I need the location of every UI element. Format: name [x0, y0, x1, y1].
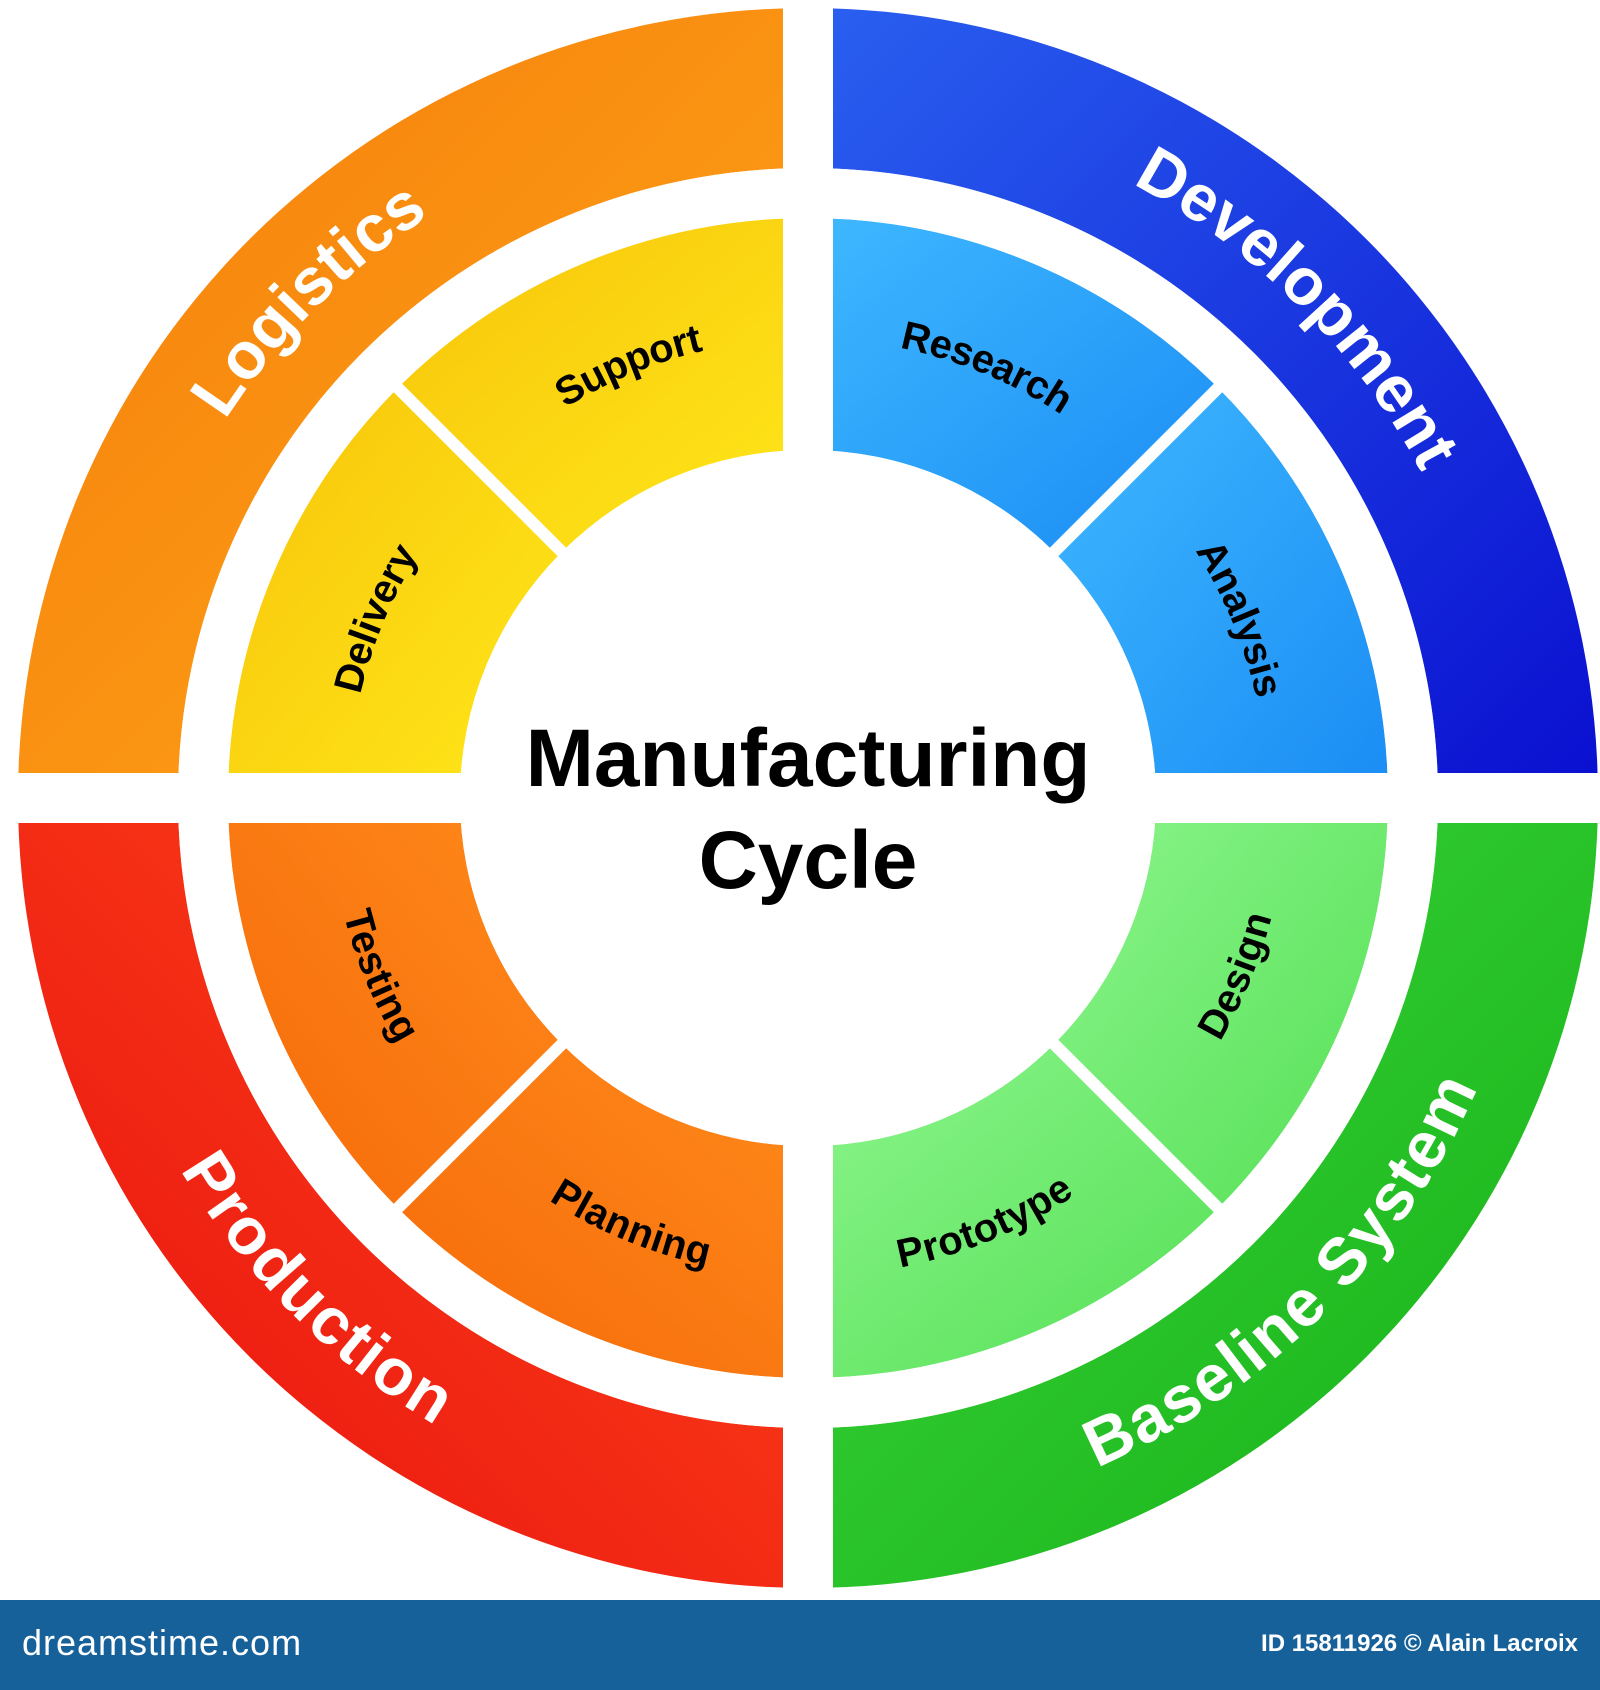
outer-ring-logistics [18, 8, 808, 798]
inner-separator-baseline-system [1048, 1038, 1224, 1214]
inner-separator-production [392, 1038, 568, 1214]
center-title-line-2: Cycle [699, 815, 918, 906]
inner-segment-production-2 [228, 798, 562, 1209]
watermark-site: dreamstime.com [22, 1622, 303, 1663]
inner-segment-baseline-system-1 [1054, 798, 1388, 1209]
outer-ring-baseline-system [808, 798, 1598, 1588]
inner-segment-production-1 [397, 1044, 808, 1378]
watermark-credit: ID 15811926 © Alain Lacroix [1261, 1630, 1578, 1657]
inner-separator-logistics [392, 382, 568, 558]
watermark-footer: dreamstime.com ID 15811926 © Alain Lacro… [0, 1600, 1600, 1690]
center-title-line-1: Manufacturing [526, 713, 1091, 804]
inner-segment-development-2 [1054, 387, 1388, 798]
horizontal-divider [0, 773, 1600, 823]
inner-segment-baseline-system-2 [808, 1044, 1219, 1378]
outer-ring-development [808, 8, 1598, 798]
inner-segment-logistics-2 [397, 218, 808, 552]
inner-segment-logistics-1 [228, 387, 562, 798]
outer-ring-production [18, 798, 808, 1588]
inner-separator-development [1048, 382, 1224, 558]
inner-segment-development-1 [808, 218, 1219, 552]
